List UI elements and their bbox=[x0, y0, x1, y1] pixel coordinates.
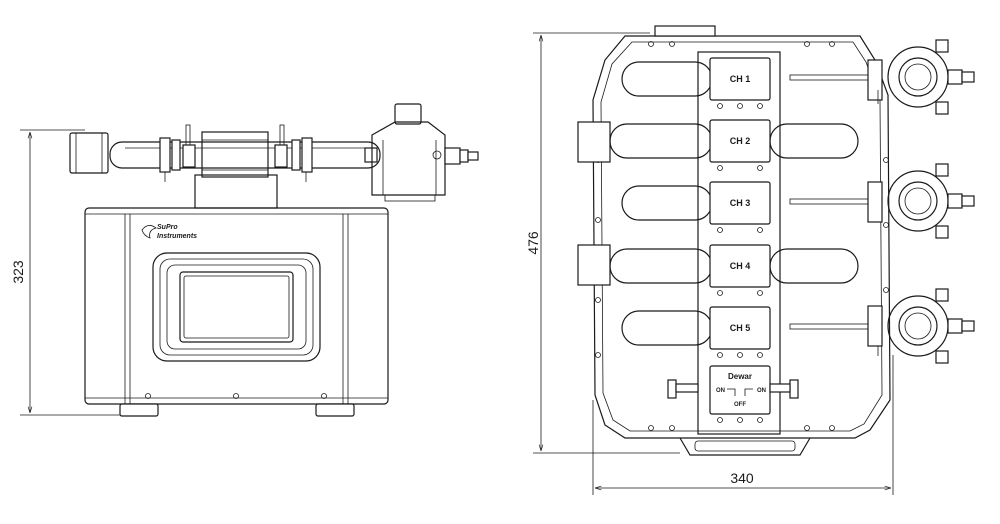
channel-label-1: CH 1 bbox=[730, 74, 751, 84]
valve-assembly-1 bbox=[867, 39, 975, 115]
front-top-assembly bbox=[69, 103, 479, 209]
top-width-dimension: 340 bbox=[592, 355, 894, 495]
front-height-value: 323 bbox=[10, 260, 26, 284]
top-height-dimension: 476 bbox=[525, 32, 680, 454]
dewar-on-left: ON bbox=[716, 388, 725, 394]
side-boxes bbox=[577, 121, 611, 286]
dewar-switch: Dewar ON ON OFF bbox=[667, 365, 799, 423]
channel-label-5: CH 5 bbox=[730, 323, 751, 333]
valve-assembly-3 bbox=[867, 288, 975, 364]
supro-logo: SuPro Instruments bbox=[141, 224, 197, 240]
front-view: 323 SuPro Instruments bbox=[10, 103, 479, 417]
channel-modules: CH 1 CH 2 CH 3 CH 4 CH 5 bbox=[697, 51, 781, 435]
top-width-value: 340 bbox=[730, 470, 754, 486]
dewar-on-right: ON bbox=[757, 388, 766, 394]
logo-line2: Instruments bbox=[157, 233, 197, 240]
channel-label-4: CH 4 bbox=[730, 261, 751, 271]
logo-line1: SuPro bbox=[157, 224, 178, 231]
top-view: 476 340 bbox=[525, 25, 975, 495]
channel-label-3: CH 3 bbox=[730, 198, 751, 208]
front-housing bbox=[84, 207, 389, 417]
channel-label-2: CH 2 bbox=[730, 136, 751, 146]
top-height-value: 476 bbox=[525, 231, 541, 255]
dewar-off: OFF bbox=[734, 402, 746, 408]
dewar-label: Dewar bbox=[728, 372, 752, 381]
front-display bbox=[152, 252, 321, 362]
front-height-dimension: 323 bbox=[10, 129, 125, 416]
valve-assembly-2 bbox=[867, 163, 975, 239]
